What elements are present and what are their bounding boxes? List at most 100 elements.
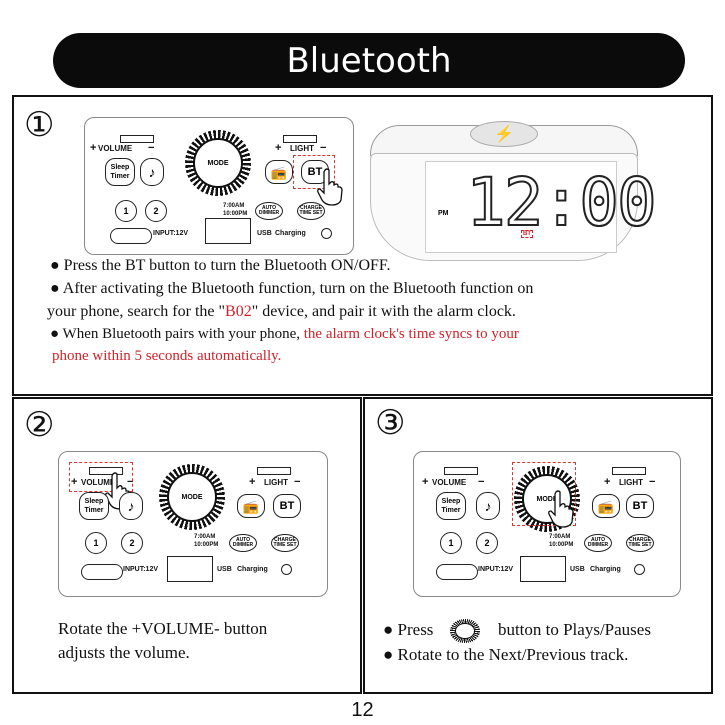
light-slider: [283, 135, 317, 143]
charging-label: Charging: [590, 566, 621, 573]
page-title: Bluetooth: [286, 40, 452, 81]
control-panel: VOLUME + − LIGHT + − MODE Sleep Timer ♪ …: [58, 451, 328, 597]
indicator-light: [281, 564, 292, 575]
power-input-port: [81, 564, 123, 580]
sleep-timer-button[interactable]: Sleep Timer: [79, 492, 109, 520]
bt-button[interactable]: BT: [626, 494, 654, 518]
usb-label: USB: [217, 566, 232, 573]
step-3-number: ③: [375, 405, 406, 442]
hand-pointer-icon: [548, 490, 574, 528]
step-1-number: ①: [24, 107, 55, 144]
light-slider: [257, 467, 291, 475]
mode-dial[interactable]: MODE: [185, 130, 251, 196]
usb-port: [520, 556, 566, 582]
alarm-clock-device: ⚡ 12:00 PM BT: [370, 117, 658, 262]
alarm-time-1: 7:00AM: [194, 534, 216, 540]
auto-dimmer-button[interactable]: AUTO DIMMER: [229, 534, 257, 552]
step-2-frame: ② VOLUME + − LIGHT + − MODE Sleep Timer …: [12, 397, 362, 694]
music-button[interactable]: ♪: [119, 492, 143, 520]
input-label: INPUT:12V: [478, 566, 514, 573]
volume-slider: [444, 467, 478, 475]
alarm-time-2: 10:00PM: [549, 542, 574, 548]
title-banner: Bluetooth: [53, 33, 685, 88]
plus-icon: +: [604, 476, 611, 488]
volume-slider: [120, 135, 154, 143]
mode-dial[interactable]: MODE: [159, 464, 225, 530]
radio-icon: 📻: [270, 164, 288, 180]
usb-port: [205, 218, 251, 244]
bt-button[interactable]: BT: [273, 494, 301, 518]
input-label: INPUT:12V: [123, 566, 159, 573]
music-note-icon: ♪: [148, 163, 156, 180]
alarm-time-2: 10:00PM: [223, 211, 248, 217]
alarm-time-1: 7:00AM: [549, 534, 571, 540]
radio-icon: 📻: [597, 498, 615, 514]
clock-pm: PM: [438, 210, 449, 217]
step1-line2: ● After activating the Bluetooth functio…: [50, 280, 534, 297]
auto-dimmer-button[interactable]: AUTO DIMMER: [584, 534, 612, 552]
alarm-2-button[interactable]: 2: [121, 532, 143, 554]
step1-line1: ● Press the BT button to turn the Blueto…: [50, 257, 391, 274]
minus-icon: −: [649, 476, 656, 488]
charging-label: Charging: [237, 566, 268, 573]
alarm-1-button[interactable]: 1: [115, 200, 137, 222]
alarm-time-2: 10:00PM: [194, 542, 219, 548]
charge-time-set-button[interactable]: CHARGE TIME SET: [297, 202, 325, 220]
indicator-light: [321, 228, 332, 239]
alarm-2-button[interactable]: 2: [145, 200, 167, 222]
minus-icon: −: [320, 142, 327, 154]
radio-button[interactable]: 📻: [265, 160, 293, 184]
plus-icon: +: [275, 142, 282, 154]
charge-time-set-button[interactable]: CHARGE TIME SET: [626, 534, 654, 552]
alarm-time-1: 7:00AM: [223, 203, 245, 209]
music-note-icon: ♪: [127, 497, 135, 514]
auto-dimmer-button[interactable]: AUTO DIMMER: [255, 202, 283, 220]
clock-time: 12:00: [465, 163, 658, 242]
light-label: LIGHT: [619, 478, 643, 487]
usb-label: USB: [570, 566, 585, 573]
usb-port: [167, 556, 213, 582]
step3-line1: ● Press button to Plays/Pauses: [383, 619, 651, 643]
volume-highlight: [69, 462, 133, 492]
control-panel: VOLUME + − LIGHT + − MODE Sleep Timer ♪ …: [84, 117, 354, 255]
music-note-icon: ♪: [484, 497, 492, 514]
plus-icon: +: [90, 142, 97, 154]
power-input-port: [436, 564, 478, 580]
bt-highlight: [293, 155, 335, 189]
volume-label: VOLUME: [81, 478, 116, 487]
volume-label: VOLUME: [98, 144, 133, 153]
step-3-frame: ③ VOLUME + − LIGHT + − MODE Sleep Timer …: [363, 397, 713, 694]
dial-inline-icon: [449, 619, 480, 643]
alarm-1-button[interactable]: 1: [440, 532, 462, 554]
page-number: 12: [351, 699, 374, 721]
step1-line4: ● When Bluetooth pairs with your phone, …: [50, 326, 519, 342]
wireless-charging-pad: ⚡: [470, 121, 538, 147]
step-1-frame: ① VOLUME + − LIGHT + − MODE Sleep Timer …: [12, 95, 713, 396]
sleep-timer-button[interactable]: Sleep Timer: [436, 492, 466, 520]
usb-label: USB: [257, 230, 272, 237]
alarm-2-button[interactable]: 2: [476, 532, 498, 554]
plus-icon: +: [249, 476, 256, 488]
hand-pointer-icon: [317, 168, 343, 206]
plus-icon: +: [71, 476, 78, 488]
plus-icon: +: [422, 476, 429, 488]
minus-icon: −: [148, 142, 155, 154]
charge-time-set-button[interactable]: CHARGE TIME SET: [271, 534, 299, 552]
step1-line3: your phone, search for the "B02" device,…: [47, 303, 516, 320]
minus-icon: −: [294, 476, 301, 488]
input-label: INPUT:12V: [153, 230, 189, 237]
minus-icon: −: [478, 476, 485, 488]
music-button[interactable]: ♪: [476, 492, 500, 520]
alarm-1-button[interactable]: 1: [85, 532, 107, 554]
radio-button[interactable]: 📻: [592, 494, 620, 518]
volume-slider: [89, 467, 123, 475]
sleep-timer-button[interactable]: Sleep Timer: [105, 158, 135, 186]
lightning-icon: ⚡: [494, 126, 514, 143]
step1-line5: phone within 5 seconds automatically.: [52, 348, 282, 364]
minus-icon: −: [127, 476, 134, 488]
step-2-number: ②: [24, 407, 55, 444]
radio-icon: 📻: [242, 498, 260, 514]
step2-line1: Rotate the +VOLUME- button: [58, 619, 268, 638]
radio-button[interactable]: 📻: [237, 494, 265, 518]
music-button[interactable]: ♪: [140, 158, 164, 186]
